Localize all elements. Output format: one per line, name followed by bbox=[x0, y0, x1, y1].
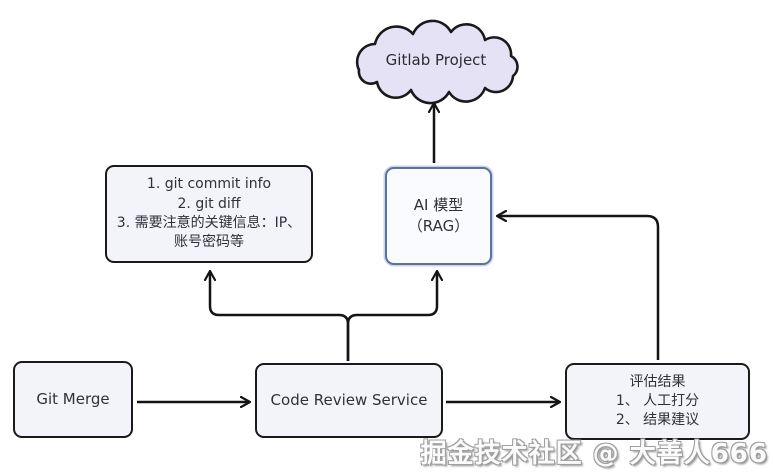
watermark-text: 掘金技术社区 @ 大善人666 bbox=[420, 439, 768, 469]
evaluation-result-box: 评估结果 1、 人工打分 2、 结果建议 bbox=[565, 363, 750, 440]
commit-info-box: 1. git commit info 2. git diff 3. 需要注意的关… bbox=[105, 165, 313, 263]
arrow-codereview-to-infobox bbox=[210, 271, 350, 361]
arrow-codereview-to-aimodel bbox=[346, 271, 437, 361]
info-line-3: 3. 需要注意的关键信息：IP、 bbox=[116, 215, 302, 231]
ai-model-line-2: （RAG） bbox=[407, 217, 470, 235]
cloud-shape bbox=[355, 19, 519, 105]
arrow-result-to-aimodel bbox=[497, 216, 660, 360]
code-review-service-box: Code Review Service bbox=[255, 363, 443, 438]
ai-model-box: AI 模型 （RAG） bbox=[385, 167, 492, 265]
info-line-4: 账号密码等 bbox=[174, 234, 244, 251]
info-line-2: 2. git diff bbox=[177, 195, 241, 212]
result-line-3: 2、 结果建议 bbox=[615, 412, 700, 429]
gitlab-project-cloud-label: Gitlab Project bbox=[385, 51, 487, 69]
result-line-1: 评估结果 bbox=[629, 373, 686, 390]
code-review-service-label: Code Review Service bbox=[270, 391, 428, 410]
info-line-1: 1. git commit info bbox=[146, 176, 272, 193]
ai-model-line-1: AI 模型 bbox=[413, 196, 464, 215]
git-merge-label: Git Merge bbox=[36, 390, 110, 409]
git-merge-box: Git Merge bbox=[13, 361, 133, 438]
result-line-2: 1、 人工打分 bbox=[615, 392, 700, 409]
